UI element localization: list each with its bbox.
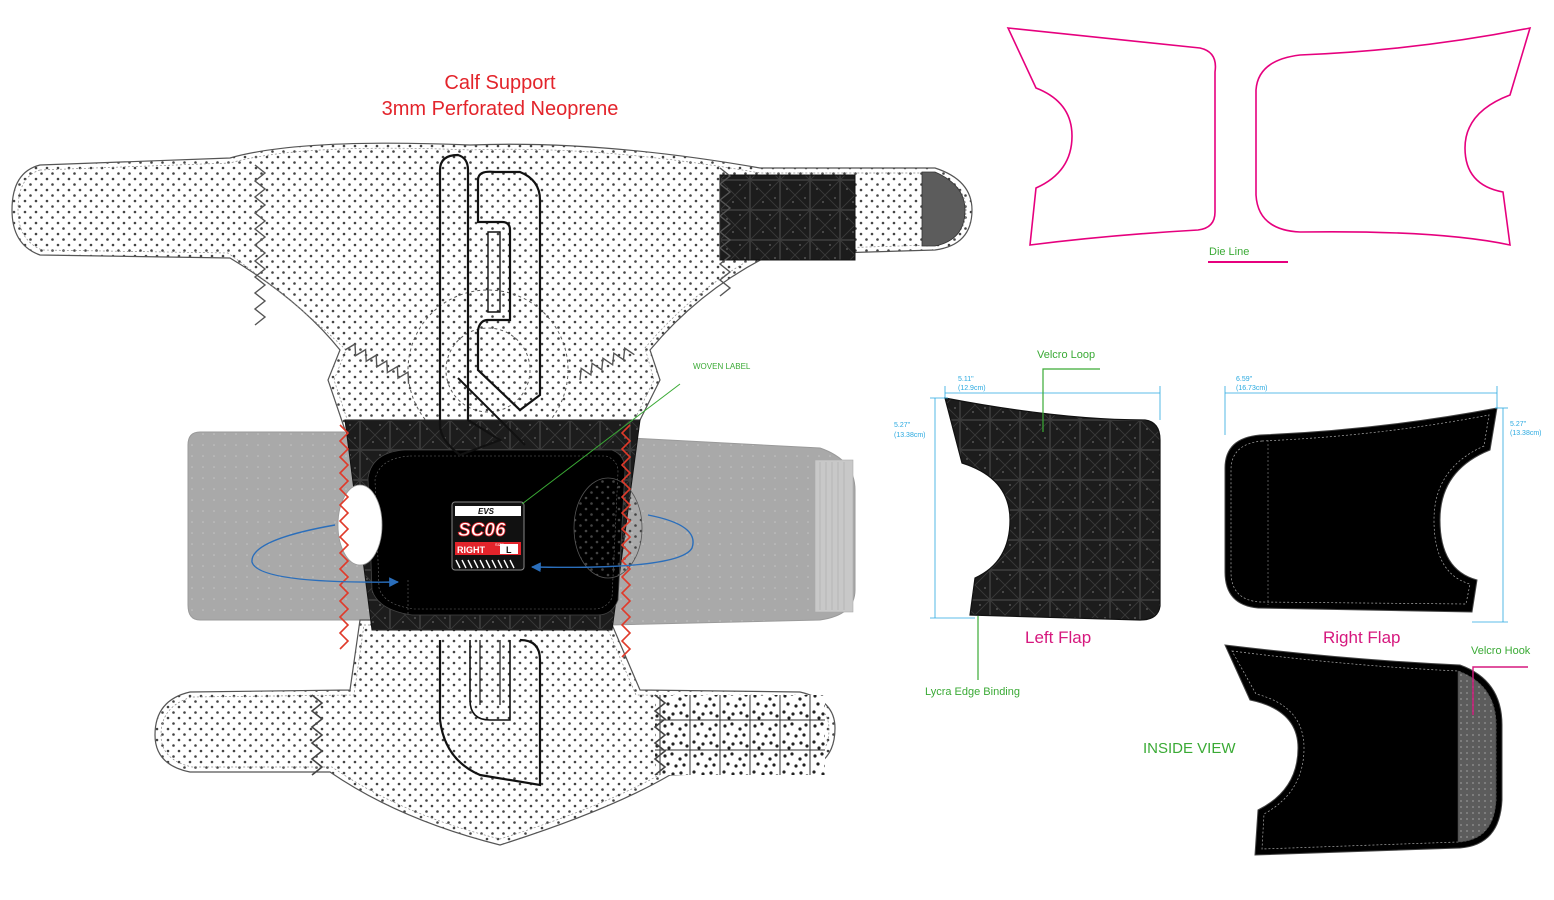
lycra-edge-label: Lycra Edge Binding	[925, 686, 1020, 698]
velcro-hook-leader	[1472, 666, 1528, 715]
tag-model: SC06	[458, 520, 506, 541]
die-line-left-shape	[1006, 27, 1217, 246]
die-line-shapes	[1006, 26, 1532, 247]
title-line1: Calf Support	[444, 72, 556, 94]
upper-strap	[11, 142, 973, 431]
left-flap-height-cm: (13.38cm)	[894, 432, 926, 439]
right-flap-height-cm: (13.38cm)	[1510, 430, 1542, 437]
velcro-hook-label: Velcro Hook	[1471, 645, 1531, 657]
woven-label-tag: EVS SC06 RIGHT SIZE L	[451, 501, 525, 571]
left-flap-width-in: 5.11"	[958, 376, 974, 383]
inside-view-label: INSIDE VIEW	[1143, 740, 1236, 757]
wrap-direction-arrows	[251, 514, 694, 588]
red-zigzag-binding	[338, 424, 632, 658]
calf-support-main: EVS SC06 RIGHT SIZE L WOVEN LABEL	[11, 142, 973, 846]
lower-zigzag-stitches	[310, 694, 667, 776]
right-flap: 6.59" (16.73cm) 5.27" (13.38cm) Right Fl…	[1224, 376, 1542, 647]
left-flap-width-cm: (12.9cm)	[958, 385, 986, 392]
hinge-outline	[438, 153, 542, 787]
tag-brand: EVS	[478, 507, 495, 516]
tag-side: RIGHT	[457, 545, 486, 555]
velcro-loop-leader	[1042, 368, 1100, 432]
tag-size: L	[506, 545, 512, 555]
right-flap-width-cm: (16.73cm)	[1236, 385, 1268, 392]
left-flap-title: Left Flap	[1025, 628, 1091, 647]
title-line2: 3mm Perforated Neoprene	[382, 98, 619, 120]
left-flap-height-in: 5.27"	[894, 422, 911, 429]
woven-label-leader	[521, 383, 681, 505]
woven-label-callout: WOVEN LABEL	[693, 362, 751, 371]
inside-view-flap: Velcro Hook INSIDE VIEW	[1143, 644, 1531, 856]
right-wrap-gray	[609, 437, 856, 626]
velcro-loop-label: Velcro Loop	[1037, 349, 1095, 361]
right-flap-title: Right Flap	[1323, 628, 1400, 647]
right-flap-height-in: 5.27"	[1510, 421, 1527, 428]
knee-circle-guide	[407, 289, 569, 451]
left-flap: 5.11" (12.9cm) 5.27" (13.38cm) Velcro Lo…	[894, 349, 1161, 698]
die-line-label: Die Line	[1209, 246, 1249, 258]
right-flap-width-in: 6.59"	[1236, 376, 1253, 383]
upper-zigzag-stitches	[253, 164, 732, 384]
tag-size-caption: SIZE	[495, 542, 504, 547]
left-wrap-arrow	[251, 524, 399, 588]
right-wrap-arrow	[531, 514, 694, 573]
lower-strap	[154, 619, 836, 846]
die-line-right-shape	[1255, 26, 1532, 247]
left-wrap-gray	[187, 431, 373, 621]
